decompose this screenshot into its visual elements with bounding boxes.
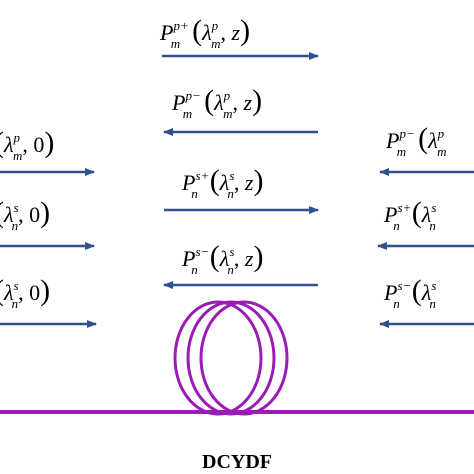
left-term-pump-input: (λpm, 0) [0,126,95,176]
fiber-coil [173,300,289,416]
svg-text:Pp−m(λpm: Pp−m(λpm [385,122,447,159]
svg-text:Pp−m(λpm, z): Pp−m(λpm, z) [171,84,262,121]
svg-text:Ps+n(λsn: Ps+n(λsn [383,196,436,233]
fiber-label: DCYDF [202,451,272,473]
svg-text:(λsn, 0): (λsn, 0) [0,274,50,311]
svg-text:Pp+m(λpm, z): Pp+m(λpm, z) [159,14,250,51]
svg-text:Ps+n(λsn, z): Ps+n(λsn, z) [181,164,263,201]
svg-text:(λsn, 0): (λsn, 0) [0,196,50,233]
svg-text:Ps−n(λsn, z): Ps−n(λsn, z) [181,240,263,277]
left-term-signal-output: (λsn, 0) [0,274,97,328]
left-term-signal-input: (λsn, 0) [0,196,95,250]
svg-text:(λpm, 0): (λpm, 0) [0,126,54,163]
svg-text:Ps−n(λsn: Ps−n(λsn [383,274,436,311]
